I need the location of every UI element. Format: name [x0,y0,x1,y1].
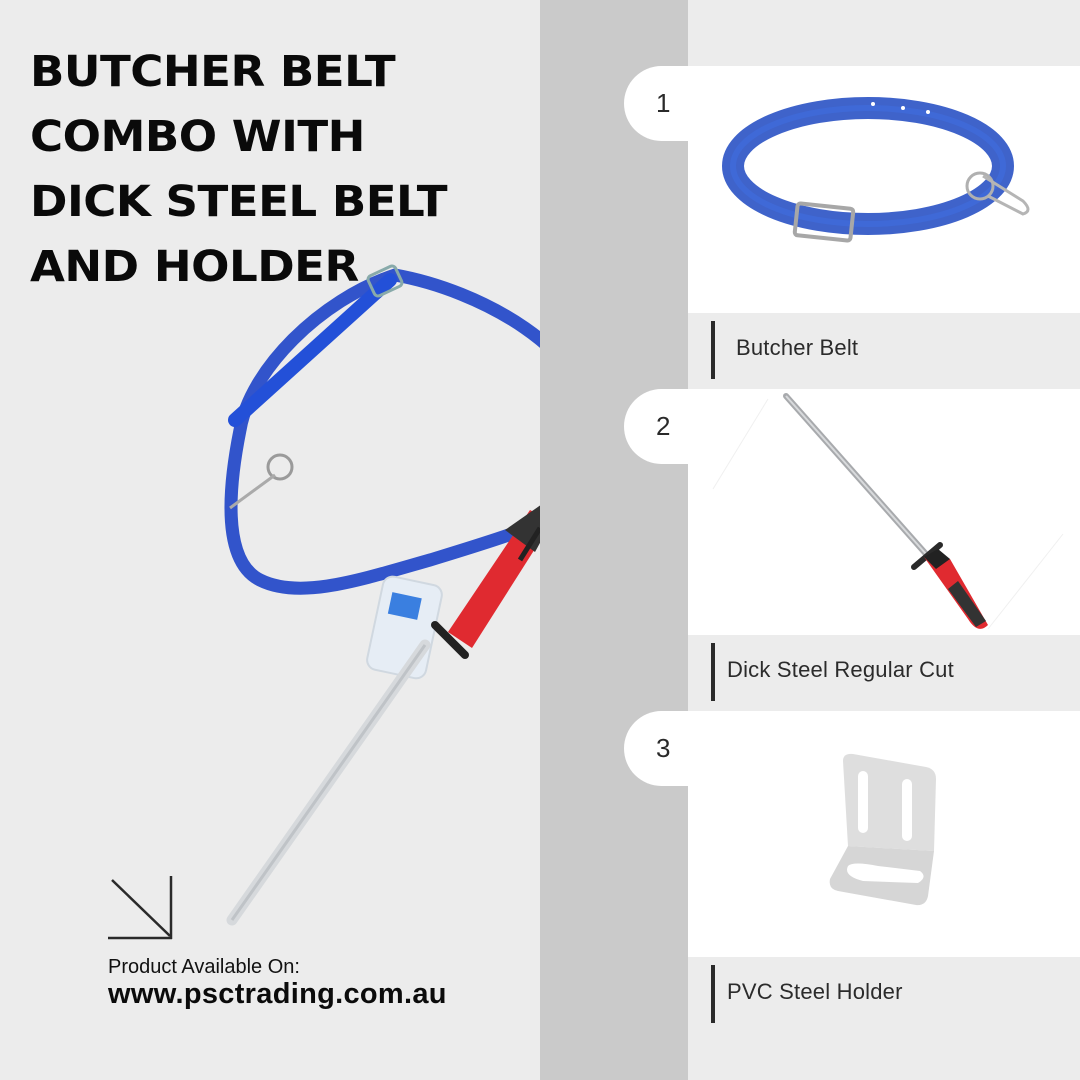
product-name: PVC Steel Holder [727,979,903,1004]
steel-holder-image [829,753,936,906]
product-card-steel [688,389,1080,635]
left-panel: BUTCHER BELT COMBO WITH DICK STEEL BELT … [30,47,600,1010]
product-label-belt: Butcher Belt [688,313,1080,389]
product-name: Dick Steel Regular Cut [727,657,954,682]
product-number-badge: 2 [624,389,688,464]
availability-label: Product Available On: [108,956,300,978]
label-accent-bar [711,643,715,701]
product-name: Butcher Belt [736,335,859,360]
label-accent-bar [711,321,715,379]
label-accent-bar [711,965,715,1023]
product-number-badge: 3 [624,711,688,786]
product-card-holder [688,711,1080,957]
product-number: 1 [656,88,671,118]
product-label-holder: PVC Steel Holder [688,957,1080,1080]
sharpening-steel-image [712,393,1064,630]
website-link[interactable]: www.psctrading.com.au [108,978,447,1010]
page-title: BUTCHER BELT COMBO WITH DICK STEEL BELT … [30,47,448,292]
hero-product-image [180,260,600,940]
product-number-badge: 1 [624,66,688,141]
divider-strip [540,0,688,1080]
product-card-belt [688,66,1080,313]
product-number: 3 [656,733,671,763]
product-number: 2 [656,411,671,441]
arrow-down-right-icon [108,876,176,942]
product-label-steel: Dick Steel Regular Cut [688,635,1080,711]
belt-image [722,97,1030,243]
